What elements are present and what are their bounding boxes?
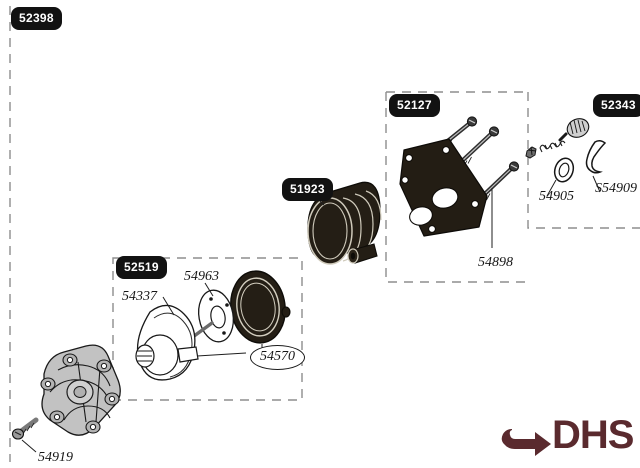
- part-54919-bolt: [11, 417, 39, 453]
- part-knurled-knob: [558, 118, 590, 142]
- part-pump-housing: [40, 344, 121, 436]
- dhs-arrow-icon: [501, 429, 551, 456]
- part-54570-gasket: [230, 270, 291, 349]
- part-54963-plate: [198, 282, 234, 343]
- part-cluster-52343: [525, 118, 607, 197]
- group-badge-51923[interactable]: 51923: [283, 179, 332, 200]
- part-gasket-plate: [399, 138, 488, 237]
- part-54905-washer: [546, 157, 575, 197]
- callout-54337[interactable]: 54337: [122, 289, 157, 304]
- group-badge-52127[interactable]: 52127: [390, 95, 439, 116]
- group-badge-52343[interactable]: 52343: [594, 95, 640, 116]
- group-frame-52127: [385, 91, 528, 283]
- dhs-logo: DHS: [552, 413, 634, 457]
- callout-S54909[interactable]: S54909: [595, 181, 637, 196]
- group-badge-52398[interactable]: 52398: [12, 8, 61, 29]
- callout-54898[interactable]: 54898: [478, 255, 513, 270]
- callout-54963[interactable]: 54963: [184, 269, 219, 284]
- part-spring: [539, 140, 566, 153]
- group-badge-52519[interactable]: 52519: [117, 257, 166, 278]
- part-54337-diaphragm: [135, 296, 247, 381]
- callout-54570[interactable]: 54570: [250, 345, 305, 370]
- group-frame-52343: [527, 92, 640, 229]
- part-S54909-clip: [585, 139, 607, 174]
- callout-54905[interactable]: 54905: [539, 189, 574, 204]
- dhs-logo-text: DHS: [552, 413, 634, 457]
- group-frame-52519: [112, 257, 303, 401]
- callout-54919[interactable]: 54919: [38, 450, 73, 465]
- part-small-screw: [525, 146, 537, 159]
